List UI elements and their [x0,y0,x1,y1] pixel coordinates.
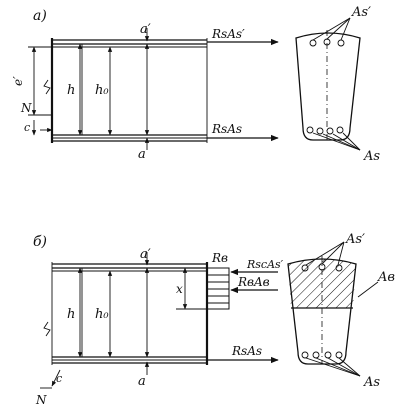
panel-b-rsas-label: RsAs [231,344,262,358]
panel-a-bottom-steel-label: As [363,149,380,164]
panel-b-c-label: c [56,372,62,385]
panel-a-label: a) [33,8,47,24]
panel-a-bottom-force-label: RsAs [211,122,242,136]
panel-a-h0-label: h₀ [95,83,109,98]
panel-a-a-label: a [138,147,146,162]
panel-b-label: б) [33,234,47,250]
panel-b-rb-label: Rв [211,251,228,265]
panel-a-n-label: N [20,101,32,115]
panel-b-compressed-area-label: Aв [377,270,395,285]
panel-b-a-prime-label: a′ [140,247,151,262]
panel-a-dimensions [28,28,150,150]
panel-a: a) RsAs [11,5,380,164]
panel-a-e-label: e′ [11,76,25,86]
panel-b-x-label: x [176,282,183,296]
panel-a-cross-section [295,17,361,151]
panel-a-top-force-label: RsAs′ [211,27,245,41]
panel-a-top-steel-label: As′ [351,5,371,20]
panel-b-stress-block [206,267,230,310]
panel-b-top-steel-label: As′ [345,232,365,247]
panel-b-h0-label: h₀ [95,307,109,322]
panel-a-h-label: h [67,83,75,98]
panel-b-cross-section [287,241,379,377]
panel-b-rbab-label: RвAв [237,275,270,289]
panel-b-h-label: h [67,307,75,322]
panel-b-bottom-steel-label: As [363,375,380,390]
panel-a-beam [50,38,208,143]
panel-a-c-label: c [24,121,30,134]
panel-b-n-label: N [35,393,47,407]
panel-b: б) [33,232,395,407]
panel-b-dimensions [40,252,207,389]
panel-b-a-label: a [138,374,146,389]
panel-a-a-prime-label: a′ [140,22,151,37]
panel-b-rsc-label: RscAs′ [246,258,284,271]
